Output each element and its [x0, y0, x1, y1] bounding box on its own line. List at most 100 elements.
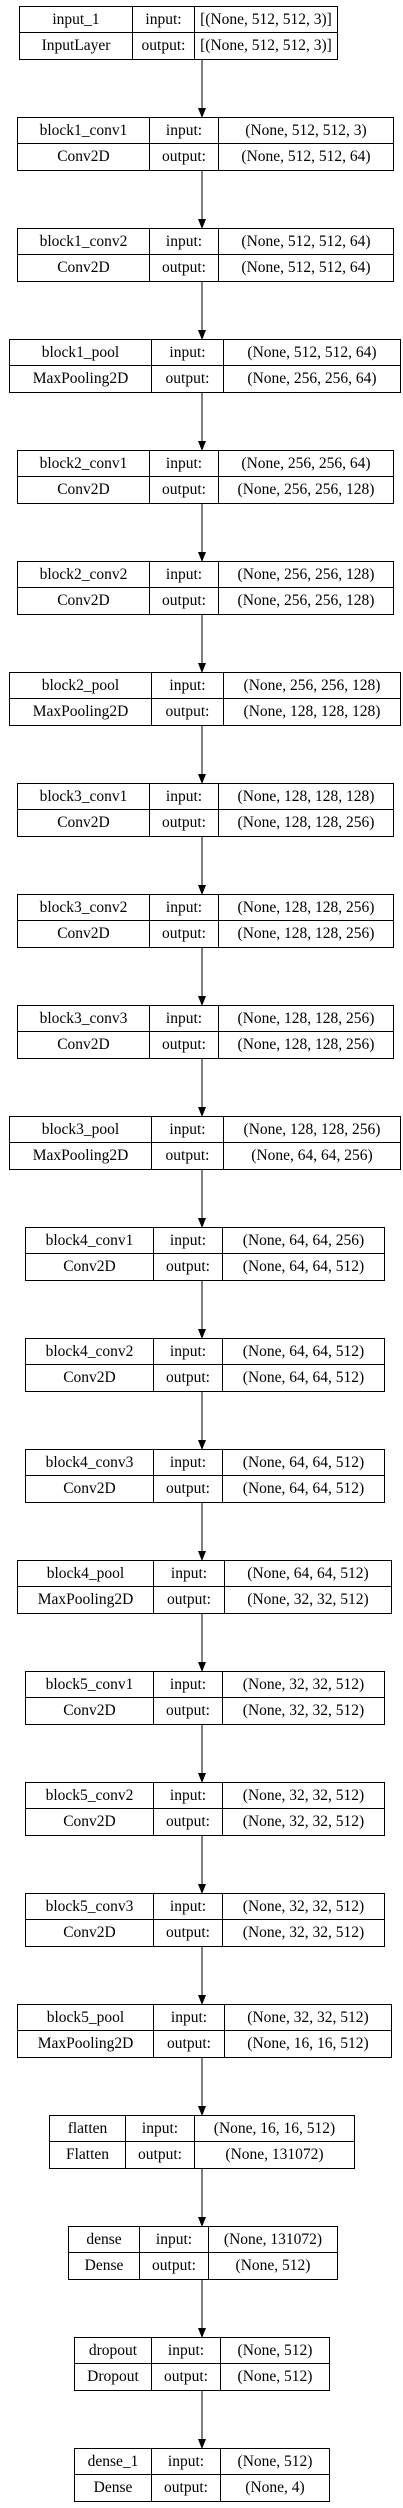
- output-label: output:: [150, 1032, 219, 1058]
- input-shape: (None, 64, 64, 256): [223, 1228, 384, 1254]
- input-label: input:: [133, 7, 195, 33]
- input-shape: (None, 512): [221, 2449, 329, 2475]
- input-shape: (None, 64, 64, 512): [223, 1339, 384, 1365]
- layer-name: dense: [69, 2227, 140, 2253]
- output-shape: (None, 128, 128, 256): [237, 925, 375, 943]
- input-label: input:: [126, 2116, 195, 2142]
- output-label: output:: [154, 2031, 225, 2057]
- layer-name: block1_pool: [10, 340, 152, 366]
- layer-type: MaxPooling2D: [10, 366, 152, 392]
- layer-type: Conv2D: [26, 1920, 154, 1946]
- input-shape: (None, 512, 512, 3): [219, 118, 393, 144]
- input-label: input:: [152, 673, 224, 699]
- layer-name: block4_conv1: [26, 1228, 154, 1254]
- input-label: input:: [154, 1561, 225, 1587]
- input-shape: (None, 131072): [209, 2227, 337, 2253]
- layer-type: InputLayer: [20, 33, 133, 59]
- output-label: output:: [150, 810, 219, 836]
- layer-type: Conv2D: [26, 1698, 154, 1724]
- layer-name: block5_conv2: [26, 1783, 154, 1809]
- layer-type: Conv2D: [26, 1254, 154, 1280]
- layer-name: block4_conv3: [26, 1450, 154, 1476]
- input-label: input:: [150, 451, 219, 477]
- output-shape: (None, 64, 64, 512): [242, 1480, 365, 1498]
- layer-name: block1_conv2: [18, 229, 150, 255]
- input-label: input:: [154, 2005, 225, 2031]
- layer-name: block3_pool: [10, 1117, 152, 1143]
- layer-name: input_1: [20, 7, 133, 33]
- input-label: input:: [152, 340, 224, 366]
- layer-type: Conv2D: [18, 255, 150, 281]
- layer-name: block4_pool: [18, 1561, 154, 1587]
- output-shape: (None, 64, 64, 512): [242, 1369, 365, 1387]
- output-label: output:: [152, 699, 224, 725]
- layer-type: Conv2D: [18, 1032, 150, 1058]
- output-label: output:: [140, 2253, 209, 2279]
- output-label: output:: [154, 1587, 225, 1613]
- layer-type: Dense: [75, 2475, 152, 2501]
- output-shape: (None, 32, 32, 512): [242, 1924, 365, 1942]
- input-shape: (None, 512, 512, 64): [219, 229, 393, 255]
- output-shape: (None, 131072): [225, 2146, 324, 2164]
- input-shape: (None, 128, 128, 256): [224, 1117, 400, 1143]
- input-label: input:: [154, 1450, 223, 1476]
- output-shape: (None, 4): [245, 2479, 305, 2497]
- layer-name: block2_conv2: [18, 562, 150, 588]
- layer-name: block3_conv2: [18, 895, 150, 921]
- layer-type: Conv2D: [18, 144, 150, 170]
- layer-type: Dense: [69, 2253, 140, 2279]
- input-shape: (None, 16, 16, 512): [195, 2116, 354, 2142]
- layer-type: Conv2D: [26, 1365, 154, 1391]
- layer-type: Conv2D: [18, 477, 150, 503]
- layer-name: block2_conv1: [18, 451, 150, 477]
- layer-type: Conv2D: [26, 1809, 154, 1835]
- input-shape: (None, 64, 64, 512): [225, 1561, 391, 1587]
- output-shape: (None, 512, 512, 64): [241, 148, 371, 166]
- output-label: output:: [150, 477, 219, 503]
- output-label: output:: [150, 921, 219, 947]
- layer-name: block4_conv2: [26, 1339, 154, 1365]
- output-label: output:: [150, 144, 219, 170]
- input-label: input:: [154, 1339, 223, 1365]
- output-label: output:: [154, 1920, 223, 1946]
- output-shape: (None, 32, 32, 512): [242, 1813, 365, 1831]
- input-shape: (None, 32, 32, 512): [223, 1672, 384, 1698]
- layer-type: MaxPooling2D: [10, 1143, 152, 1169]
- input-label: input:: [150, 229, 219, 255]
- output-label: output:: [152, 2364, 221, 2390]
- layer-name: dropout: [75, 2338, 152, 2364]
- input-shape: (None, 256, 256, 64): [219, 451, 393, 477]
- output-label: output:: [152, 366, 224, 392]
- input-shape: (None, 256, 256, 128): [219, 562, 393, 588]
- input-label: input:: [152, 2338, 221, 2364]
- input-shape: (None, 32, 32, 512): [223, 1894, 384, 1920]
- output-shape: (None, 128, 128, 256): [237, 1036, 375, 1054]
- input-label: input:: [140, 2227, 209, 2253]
- layer-name: flatten: [50, 2116, 126, 2142]
- input-shape: [(None, 512, 512, 3)]: [195, 7, 337, 33]
- input-shape: (None, 256, 256, 128): [224, 673, 400, 699]
- input-label: input:: [154, 1228, 223, 1254]
- output-shape: (None, 128, 128, 256): [237, 814, 375, 832]
- input-label: input:: [150, 1006, 219, 1032]
- output-label: output:: [150, 588, 219, 614]
- output-shape: (None, 256, 256, 64): [247, 370, 377, 388]
- layer-type: MaxPooling2D: [18, 1587, 154, 1613]
- input-shape: (None, 32, 32, 512): [225, 2005, 391, 2031]
- output-shape: (None, 256, 256, 128): [237, 481, 375, 499]
